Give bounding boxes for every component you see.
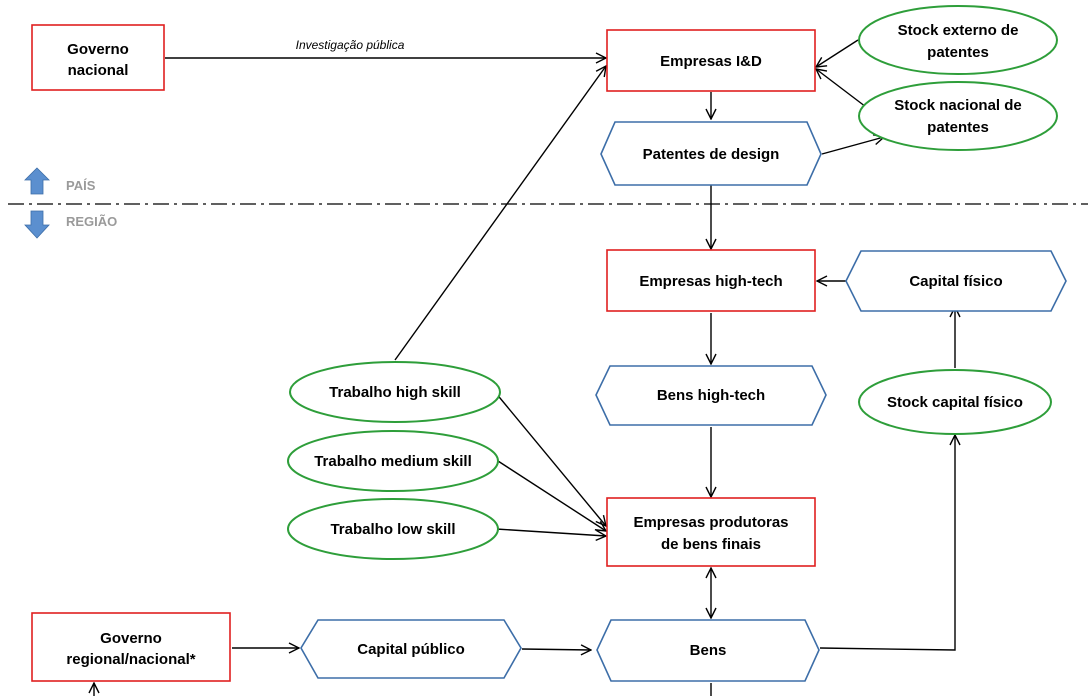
node-label: Bens high-tech [657, 387, 765, 404]
node-capital-fisico: Capital físico [845, 250, 1067, 312]
node-bens-hightech: Bens high-tech [595, 365, 827, 426]
edge-label-investigacao-publica: Investigação pública [296, 38, 405, 52]
node-label: Trabalho medium skill [314, 453, 472, 470]
legend-regiao-label: REGIÃO [66, 214, 117, 229]
connectors [94, 39, 955, 696]
node-label: patentes [927, 44, 989, 61]
node-label: Capital público [357, 641, 465, 658]
node-label: nacional [68, 62, 129, 79]
node-stock-capital-fisico: Stock capital físico [858, 369, 1052, 435]
legend-pais: PAÍS [24, 167, 96, 195]
node-label: regional/nacional* [66, 651, 195, 668]
edge-patentes-stock-nacional [821, 137, 884, 155]
node-label: Trabalho low skill [330, 521, 455, 538]
edge-bens-stock-capital [819, 435, 955, 651]
node-label: Bens [690, 642, 727, 659]
node-label: Stock capital físico [887, 394, 1023, 411]
node-stock-nacional: Stock nacional de patentes [858, 81, 1058, 151]
node-label: Governo [67, 41, 129, 58]
node-label: Capital físico [909, 273, 1002, 290]
legend-pais-label: PAÍS [66, 178, 96, 193]
node-trabalho-high: Trabalho high skill [289, 361, 501, 423]
node-empresas-produtoras: Empresas produtoras de bens finais [606, 497, 816, 567]
edge-capital-publico-bens [521, 649, 591, 650]
edge-trabalho-low-empresas-produtoras [495, 528, 606, 536]
node-label: Empresas I&D [660, 53, 762, 70]
arrow-down-icon [24, 210, 50, 239]
node-label: Trabalho high skill [329, 384, 461, 401]
node-bens: Bens [596, 619, 820, 682]
node-governo-regional: Governo regional/nacional* [31, 612, 231, 682]
node-stock-externo: Stock externo de patentes [858, 5, 1058, 75]
edge-stock-nacional-empresas-id [816, 69, 871, 111]
legend-regiao: REGIÃO [24, 210, 117, 239]
node-label: patentes [927, 119, 989, 136]
edge-stock-externo-empresas-id [816, 39, 859, 67]
node-label: Governo [100, 630, 162, 647]
node-label: de bens finais [661, 536, 761, 553]
edge-trabalho-high-empresas-id [394, 66, 606, 361]
node-label: Empresas produtoras [633, 514, 788, 531]
edge-trabalho-high-empresas-produtoras [494, 391, 606, 526]
node-label: Patentes de design [643, 146, 780, 163]
node-empresas-id: Empresas I&D [606, 29, 816, 92]
node-trabalho-low: Trabalho low skill [287, 498, 499, 560]
node-capital-publico: Capital público [300, 619, 522, 679]
arrow-up-icon [24, 167, 50, 195]
node-patentes-design: Patentes de design [600, 121, 822, 186]
node-label: Stock nacional de [894, 97, 1022, 114]
node-label: Empresas high-tech [639, 273, 782, 290]
edge-trabalho-medium-empresas-produtoras [497, 460, 606, 531]
node-trabalho-medium: Trabalho medium skill [287, 430, 499, 492]
node-label: Stock externo de [898, 22, 1019, 39]
node-governo-nacional: Governo nacional [31, 24, 165, 91]
node-empresas-hightech: Empresas high-tech [606, 249, 816, 312]
